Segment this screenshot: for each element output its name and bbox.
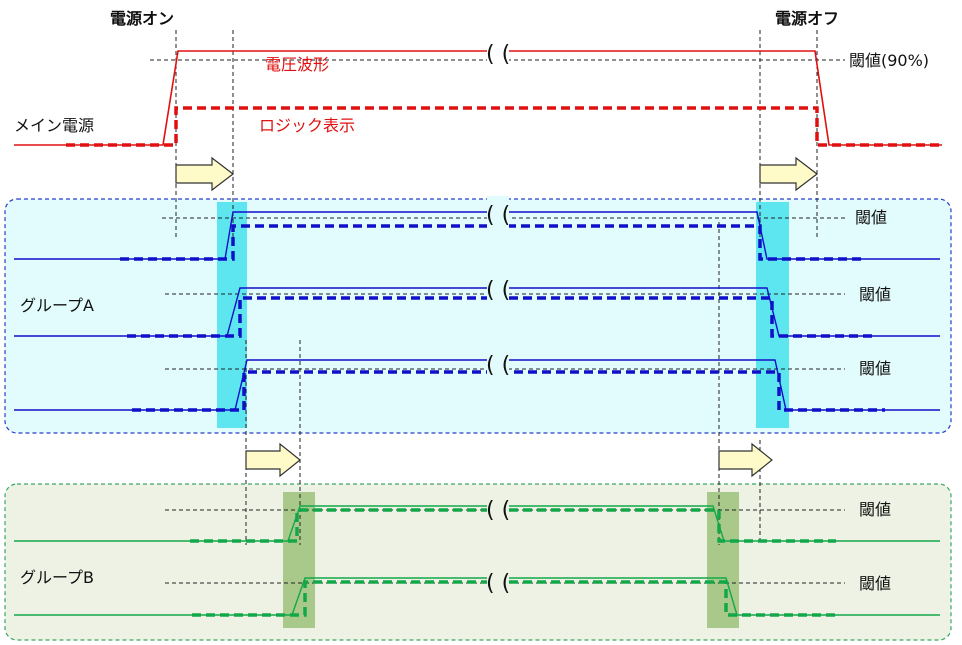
axis-break-icon — [487, 346, 509, 380]
group-a-threshold-label-1: 閾値 — [855, 208, 887, 227]
axis-break-icon-glyph: ( ( — [486, 498, 510, 523]
axis-break-icon — [487, 566, 509, 596]
axis-break-icon-glyph: ( ( — [486, 278, 510, 303]
group-a-voltage-3 — [14, 359, 940, 411]
group-b-logic-1 — [190, 508, 836, 543]
axis-break-icon — [487, 272, 509, 306]
axis-break-icon — [487, 196, 509, 232]
arrow-right-icon — [175, 156, 234, 192]
main-power-voltage-line — [14, 50, 942, 146]
group-a-label: グループA — [20, 296, 94, 315]
group-b-threshold-label-2: 閾値 — [859, 574, 891, 593]
axis-break-icons: ( ( ( ( ( ( ( ( ( ( ( ( — [486, 36, 510, 596]
axis-break-icon-glyph: ( ( — [486, 42, 510, 67]
arrow-right-icon — [718, 442, 773, 478]
axis-break-icon-glyph: ( ( — [486, 203, 510, 228]
group-b-threshold-label-1: 閾値 — [859, 500, 891, 519]
voltage-waveform-label: 電圧波形 — [265, 55, 329, 74]
main-power-label: メイン電源 — [14, 116, 94, 135]
axis-break-icon-glyph: ( ( — [486, 353, 510, 378]
group-b-logic-2 — [192, 580, 836, 617]
group-a-panel — [4, 198, 952, 434]
power-off-label: 電源オフ — [775, 9, 839, 28]
arrow-right-icon — [245, 442, 301, 478]
axis-break-icon — [487, 36, 509, 70]
arrow-right-icon — [759, 156, 818, 192]
axis-break-icon-glyph: ( ( — [486, 571, 510, 596]
main-power-waveform — [14, 50, 942, 147]
group-a-threshold-label-3: 閾値 — [859, 359, 891, 378]
logic-display-label: ロジック表示 — [259, 116, 355, 135]
group-b-rise-band — [283, 492, 315, 628]
group-b-label: グループB — [20, 568, 94, 587]
main-threshold-label: 閾値(90%) — [849, 51, 929, 70]
group-a-threshold-label-2: 閾値 — [859, 285, 891, 304]
main-power-logic-line — [66, 106, 942, 147]
axis-break-icon — [487, 493, 509, 523]
arrow-icons — [175, 156, 818, 478]
group-b-panel — [4, 483, 952, 641]
power-on-label: 電源オン — [110, 9, 174, 28]
